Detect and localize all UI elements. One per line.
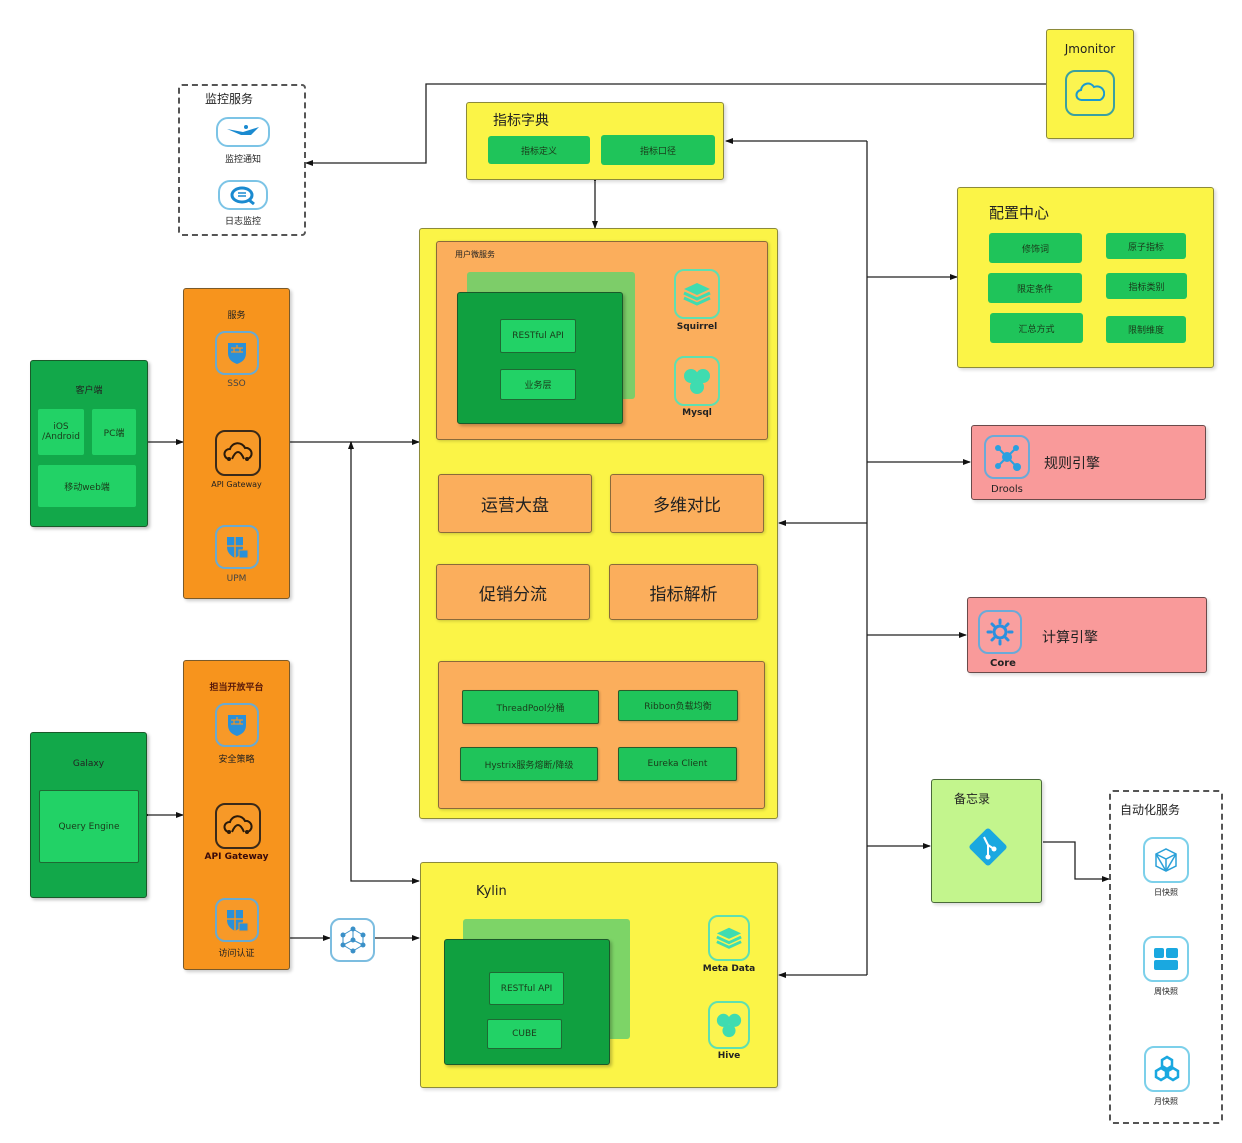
config-item-dimension-limit[interactable]: 限制维度 <box>1106 316 1186 343</box>
metric-platform-container: 用户微服务 RESTful API 业务层 Squirrel Mysql 运营大… <box>419 228 778 819</box>
core-gear-icon <box>978 610 1022 654</box>
feature-operations-dashboard[interactable]: 运营大盘 <box>438 474 592 533</box>
config-center-title: 配置中心 <box>989 204 1050 222</box>
upm-label: UPM <box>226 574 247 584</box>
compute-engine-box[interactable]: Core 计算引擎 <box>967 597 1207 673</box>
metric-definition-button[interactable]: 指标定义 <box>488 136 590 164</box>
jmonitor-box[interactable]: Jmonitor <box>1046 29 1134 139</box>
feature-multi-dim-compare[interactable]: 多维对比 <box>610 474 764 533</box>
galaxy-box: Galaxy Query Engine <box>30 732 147 898</box>
line-main-kylin <box>350 442 420 884</box>
config-item-condition[interactable]: 限定条件 <box>988 273 1082 303</box>
line-memo-auto <box>1043 841 1110 882</box>
log-monitor-label: 日志监控 <box>224 217 261 227</box>
monitor-service-group: 监控服务 监控通知 日志监控 <box>178 84 306 236</box>
monitor-notify-label: 监控通知 <box>224 155 261 165</box>
dashboard-icon[interactable] <box>1143 936 1189 982</box>
network-hub-icon[interactable] <box>330 918 375 962</box>
cloud-sync-icon <box>1065 70 1115 116</box>
meta-data-icon[interactable] <box>708 915 750 961</box>
squirrel-icon[interactable] <box>674 269 720 319</box>
config-item-metric-type[interactable]: 指标类别 <box>1106 273 1187 299</box>
access-auth-label: 访问认证 <box>218 949 255 959</box>
config-item-aggregation[interactable]: 汇总方式 <box>990 313 1083 343</box>
hive-icon[interactable] <box>708 1001 750 1049</box>
client-pc[interactable]: PC端 <box>92 409 136 455</box>
drools-hub-icon <box>984 435 1030 479</box>
feature-metric-parse[interactable]: 指标解析 <box>609 564 758 620</box>
galaxy-title: Galaxy <box>72 759 105 769</box>
feature-promotion-split[interactable]: 促销分流 <box>436 564 590 620</box>
api-gateway-label: API Gateway <box>211 480 262 489</box>
service-title: 服务 <box>227 311 246 321</box>
drools-label: Drools <box>991 484 1023 495</box>
service-front-layer: RESTful API 业务层 <box>457 292 623 424</box>
metric-caliber-button[interactable]: 指标口径 <box>601 135 715 165</box>
upm-security-icon[interactable] <box>215 525 259 569</box>
daily-snapshot-label: 日快照 <box>1154 888 1178 897</box>
framework-box: ThreadPool分桶 Ribbon负载均衡 Hystrix服务熔断/降级 E… <box>438 661 765 809</box>
squirrel-label: Squirrel <box>676 322 718 332</box>
service-column: 服务 SSO API Gateway UPM <box>183 288 290 599</box>
threadpool-block[interactable]: ThreadPool分桶 <box>462 690 599 724</box>
access-auth-security-icon[interactable] <box>215 898 259 942</box>
client-title: 客户端 <box>75 386 103 396</box>
client-mobile-web[interactable]: 移动web端 <box>38 465 136 507</box>
open-api-gateway-icon[interactable] <box>215 803 261 849</box>
weekly-snapshot-label: 周快照 <box>1154 987 1178 996</box>
business-layer-block[interactable]: 业务层 <box>500 369 576 400</box>
ribbon-block[interactable]: Ribbon负载均衡 <box>618 690 738 721</box>
query-engine-block[interactable]: Query Engine <box>39 790 139 863</box>
client-box: 客户端 iOS /Android PC端 移动web端 <box>30 360 148 527</box>
rule-engine-box[interactable]: Drools 规则引擎 <box>971 425 1206 500</box>
hexagons-icon[interactable] <box>1144 1046 1190 1092</box>
notification-icon[interactable] <box>216 117 270 147</box>
restful-api-block[interactable]: RESTful API <box>500 319 576 353</box>
mysql-icon[interactable] <box>674 356 720 406</box>
cube-icon[interactable] <box>1143 837 1189 883</box>
memo-title: 备忘录 <box>954 792 991 806</box>
metric-dictionary-title: 指标字典 <box>493 113 549 129</box>
security-policy-firewall-icon[interactable] <box>215 703 259 747</box>
kylin-front-layer: RESTful API CUBE <box>444 939 610 1065</box>
monitor-service-title: 监控服务 <box>205 92 254 106</box>
jmonitor-title: Jmonitor <box>1064 42 1116 56</box>
api-gateway-icon[interactable] <box>215 430 261 476</box>
open-platform-title: 担当开放平台 <box>209 683 264 693</box>
client-ios-android[interactable]: iOS /Android <box>38 409 84 455</box>
metric-dictionary-box: 指标字典 指标定义 指标口径 <box>466 102 724 180</box>
memo-box[interactable]: 备忘录 <box>931 779 1042 903</box>
hystrix-block[interactable]: Hystrix服务熔断/降级 <box>460 747 598 781</box>
compute-engine-title: 计算引擎 <box>1042 630 1098 646</box>
security-policy-label: 安全策略 <box>218 755 255 765</box>
user-microservice-box: 用户微服务 RESTful API 业务层 Squirrel Mysql <box>436 241 768 440</box>
core-label: Core <box>990 658 1016 669</box>
kylin-restful-api-block[interactable]: RESTful API <box>489 972 564 1005</box>
mysql-label: Mysql <box>682 408 712 418</box>
rule-engine-title: 规则引擎 <box>1044 456 1100 472</box>
open-api-gateway-label: API Gateway <box>204 852 269 862</box>
log-search-icon[interactable] <box>218 180 268 210</box>
sso-label: SSO <box>227 379 246 389</box>
kylin-box: Kylin RESTful API CUBE Meta Data Hive <box>420 862 778 1088</box>
eureka-client-block[interactable]: Eureka Client <box>618 747 737 781</box>
kylin-title: Kylin <box>476 884 507 899</box>
monthly-snapshot-label: 月快照 <box>1154 1097 1178 1106</box>
automation-service-group: 自动化服务 日快照 周快照 月快照 <box>1109 790 1223 1124</box>
kylin-cube-block[interactable]: CUBE <box>487 1019 562 1049</box>
config-item-atomic-metric[interactable]: 原子指标 <box>1106 233 1186 259</box>
automation-title: 自动化服务 <box>1120 803 1181 817</box>
meta-data-label: Meta Data <box>702 964 756 974</box>
git-icon <box>964 823 1012 871</box>
sso-firewall-icon[interactable] <box>215 331 259 375</box>
hive-label: Hive <box>717 1051 741 1061</box>
config-center-box: 配置中心 修饰词 原子指标 限定条件 指标类别 汇总方式 限制维度 <box>957 187 1214 368</box>
open-platform-column: 担当开放平台 安全策略 API Gateway 访问认证 <box>183 660 290 970</box>
config-item-modifier[interactable]: 修饰词 <box>989 233 1082 263</box>
user-microservice-title: 用户微服务 <box>455 250 495 259</box>
